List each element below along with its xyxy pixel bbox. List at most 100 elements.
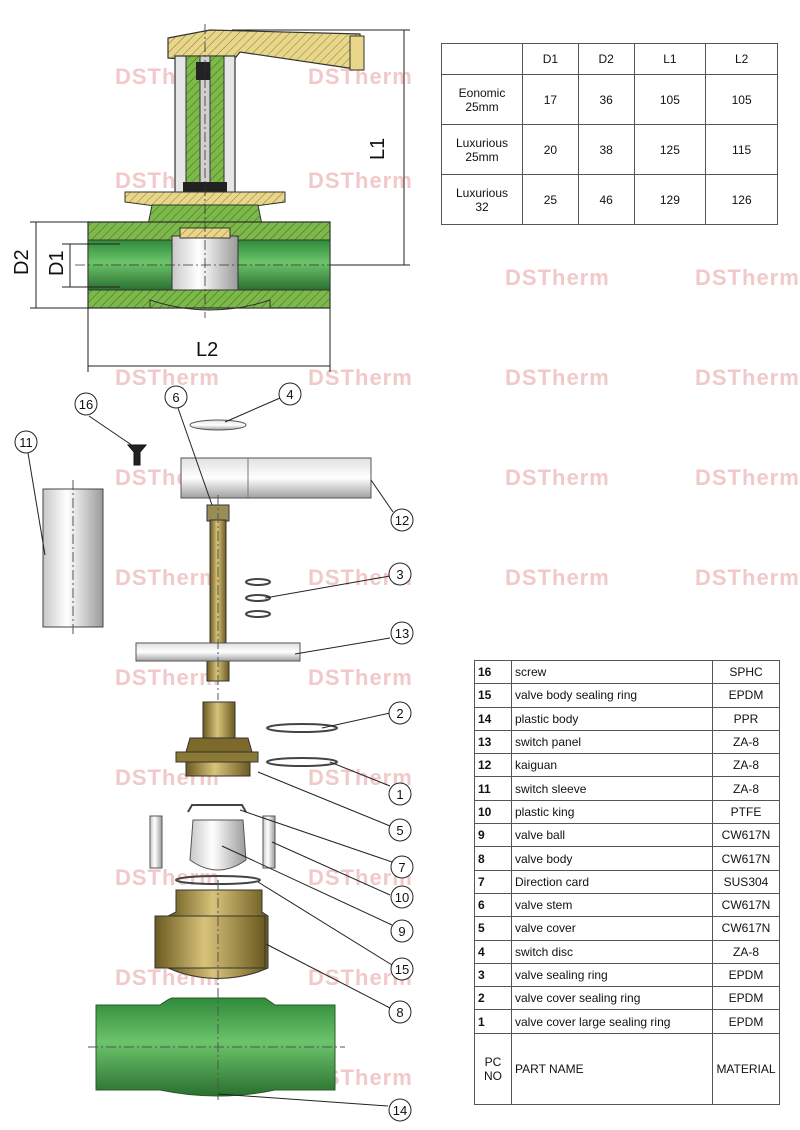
callout-1: 1 xyxy=(388,782,412,806)
part-name-cell: plastic king xyxy=(511,799,713,825)
part-name-cell: valve cover xyxy=(511,916,713,941)
part-number-cell: 15 xyxy=(474,683,512,708)
part-number-cell: 11 xyxy=(474,776,512,801)
svg-text:10: 10 xyxy=(395,890,409,905)
material-cell: SUS304 xyxy=(712,869,780,894)
direction-card-part xyxy=(187,804,247,813)
part-name-cell: valve ball xyxy=(511,823,713,848)
part-name-cell: switch disc xyxy=(511,939,713,964)
material-header: MATERIAL xyxy=(712,1032,780,1105)
d2-cell: 36 xyxy=(577,74,635,125)
part-name-cell: switch panel xyxy=(511,729,713,755)
dimension-lines xyxy=(30,29,410,372)
svg-text:5: 5 xyxy=(396,823,403,838)
callout-7: 7 xyxy=(390,855,414,879)
l1-cell: 105 xyxy=(633,74,707,125)
material-cell: EPDM xyxy=(712,683,780,708)
svg-text:6: 6 xyxy=(172,390,179,405)
screw-part xyxy=(126,444,148,466)
part-name-cell: valve cover sealing ring xyxy=(511,986,713,1011)
material-cell: EPDM xyxy=(712,986,780,1011)
switch-disc-part xyxy=(189,419,247,431)
part-name-cell: switch sleeve xyxy=(511,776,713,801)
l2-cell: 105 xyxy=(705,74,778,125)
material-cell: SPHC xyxy=(712,659,780,685)
callout-16: 16 xyxy=(74,392,98,416)
pc-no-header: PC NO xyxy=(474,1032,512,1105)
part-number-cell: 3 xyxy=(474,962,512,988)
part-number-cell: 8 xyxy=(474,846,512,871)
l2-cell: 115 xyxy=(705,124,778,175)
material-cell: ZA-8 xyxy=(712,776,780,801)
material-cell: CW617N xyxy=(712,846,780,871)
material-cell: ZA-8 xyxy=(712,753,780,778)
part-number-cell: 13 xyxy=(474,729,512,755)
material-cell: EPDM xyxy=(712,1009,780,1034)
part-name-header: PART NAME xyxy=(511,1032,713,1105)
part-name-cell: valve body xyxy=(511,846,713,871)
kaiguan-part xyxy=(180,457,372,499)
svg-text:16: 16 xyxy=(79,397,93,412)
part-name-cell: plastic body xyxy=(511,706,713,731)
exploded-view xyxy=(42,419,372,1100)
d1-cell: 17 xyxy=(522,74,579,125)
svg-text:13: 13 xyxy=(395,626,409,641)
part-name-cell: Direction card xyxy=(511,869,713,894)
header-cell: L1 xyxy=(633,43,707,75)
callout-3: 3 xyxy=(388,562,412,586)
material-cell: CW617N xyxy=(712,823,780,848)
svg-text:15: 15 xyxy=(395,962,409,977)
callout-4: 4 xyxy=(278,382,302,406)
part-number-cell: 7 xyxy=(474,869,512,894)
part-number-cell: 9 xyxy=(474,823,512,848)
callout-10: 10 xyxy=(390,885,414,909)
callouts: 16 11 6 4 12 3 13 2 1 5 7 10 9 15 8 14 xyxy=(14,382,414,1122)
header-cell xyxy=(441,43,523,75)
material-cell: CW617N xyxy=(712,916,780,941)
svg-text:7: 7 xyxy=(398,860,405,875)
part-number-cell: 6 xyxy=(474,892,512,918)
part-number-cell: 4 xyxy=(474,939,512,964)
callout-14: 14 xyxy=(388,1098,412,1122)
d1-label: D1 xyxy=(46,250,68,276)
d1-cell: 20 xyxy=(522,124,579,175)
svg-text:14: 14 xyxy=(393,1103,407,1118)
svg-text:9: 9 xyxy=(398,924,405,939)
part-number-cell: 12 xyxy=(474,753,512,778)
material-cell: ZA-8 xyxy=(712,729,780,755)
header-cell: D2 xyxy=(577,43,635,75)
callout-9: 9 xyxy=(390,919,414,943)
part-number-cell: 14 xyxy=(474,706,512,731)
svg-text:2: 2 xyxy=(396,706,403,721)
l1-cell: 125 xyxy=(633,124,707,175)
svg-text:11: 11 xyxy=(19,435,33,450)
svg-text:1: 1 xyxy=(396,787,403,802)
callout-8: 8 xyxy=(388,1000,412,1024)
l2-cell: 126 xyxy=(705,174,778,225)
svg-text:12: 12 xyxy=(395,513,409,528)
table-header-row: D1 D2 L1 L2 xyxy=(441,43,778,75)
callout-13: 13 xyxy=(390,621,414,645)
callout-2: 2 xyxy=(388,701,412,725)
part-name-cell: valve sealing ring xyxy=(511,962,713,988)
d2-cell: 46 xyxy=(577,174,635,225)
callout-11: 11 xyxy=(14,430,38,454)
part-name-cell: valve body sealing ring xyxy=(511,683,713,708)
